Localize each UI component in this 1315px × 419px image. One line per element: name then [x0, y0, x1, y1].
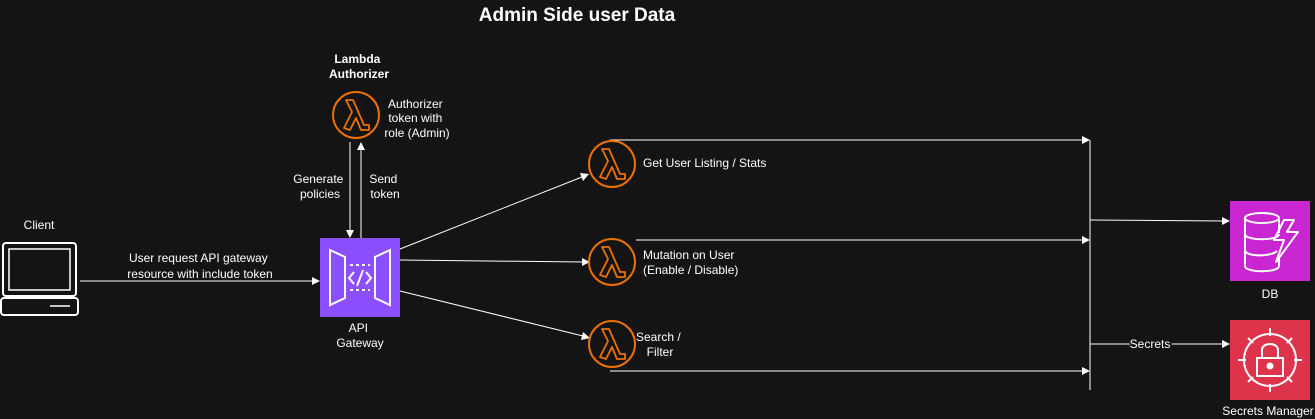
- edge-gateway-to-search: [399, 290, 590, 340]
- edge-bus-to-secrets: [1090, 340, 1230, 348]
- lambda-get-user-listing-node[interactable]: Get User Listing / Stats: [588, 140, 766, 188]
- mutation-label: Mutation on User (Enable / Disable): [643, 248, 738, 277]
- authorizer-heading: Lambda Authorizer: [329, 52, 389, 81]
- edge-search-to-bus: [610, 367, 1090, 375]
- secrets-edge-label: Secrets: [1130, 337, 1171, 351]
- secrets-lock-icon: [1238, 328, 1302, 392]
- edge-client-to-gateway: [80, 277, 320, 285]
- api-gateway-node[interactable]: API Gateway: [320, 238, 400, 350]
- send-token-label: Send token: [369, 172, 400, 201]
- lambda-icon: [332, 91, 380, 139]
- edge-get-user-to-bus: [610, 136, 1090, 144]
- db-label: DB: [1262, 287, 1279, 301]
- get-user-listing-label: Get User Listing / Stats: [643, 156, 766, 170]
- computer-icon: [0, 242, 79, 316]
- lambda-icon: [588, 140, 636, 188]
- db-node[interactable]: DB: [1230, 201, 1310, 301]
- secrets-manager-label: Secrets Manager: [1222, 404, 1313, 418]
- edge-bus-to-db: [1089, 217, 1230, 225]
- edge-generate-policies: [346, 142, 354, 238]
- api-gateway-label: API Gateway: [336, 321, 383, 350]
- client-node: Client: [0, 218, 79, 316]
- client-edge-label: User request API gateway resource with i…: [127, 251, 272, 281]
- lambda-icon: [588, 238, 636, 286]
- authorizer-description: Authorizer token with role (Admin): [384, 97, 449, 140]
- lambda-search-filter-node[interactable]: Search / Filter: [588, 320, 684, 368]
- secrets-manager-node[interactable]: Secrets Manager: [1222, 320, 1314, 418]
- client-label: Client: [24, 218, 55, 232]
- generate-policies-label: Generate policies: [293, 172, 346, 201]
- lambda-icon: [588, 320, 636, 368]
- diagram-title: Admin Side user Data: [479, 5, 676, 26]
- api-gateway-icon: [329, 248, 391, 307]
- lambda-mutation-node[interactable]: Mutation on User (Enable / Disable): [588, 238, 738, 286]
- search-filter-label: Search / Filter: [636, 330, 684, 359]
- lambda-authorizer-node[interactable]: Lambda Authorizer Authorizer token with …: [329, 52, 450, 140]
- edge-send-token: [357, 142, 365, 238]
- database-icon: [1244, 212, 1299, 273]
- edge-mutation-to-bus: [636, 236, 1090, 244]
- edge-gateway-to-get-user: [399, 173, 589, 250]
- edge-gateway-to-mutation: [399, 258, 590, 266]
